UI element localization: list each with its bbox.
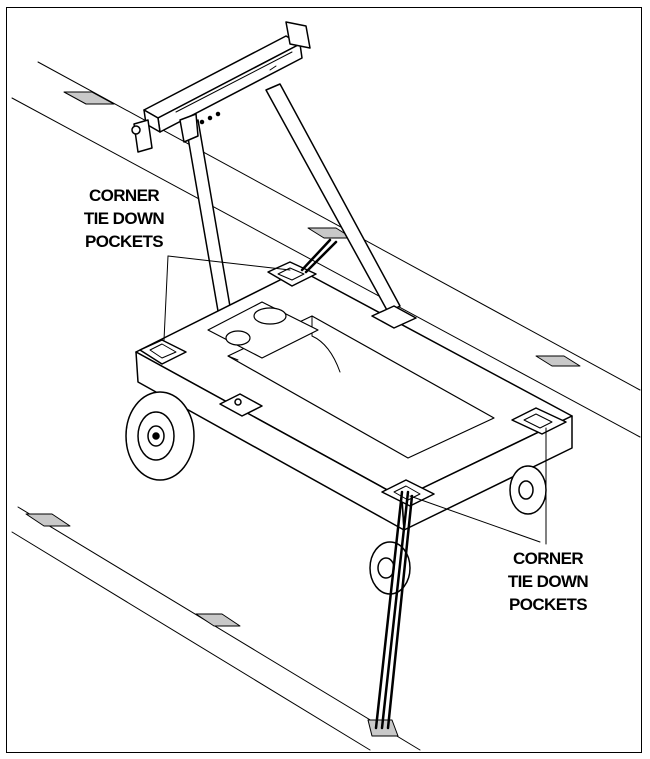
callout-bottom-line2: TIE DOWN <box>507 572 589 591</box>
pocket-back-right <box>511 407 567 435</box>
upper-floor-track <box>11 61 641 438</box>
callout-label-bottom: CORNER TIE DOWN POCKETS <box>478 547 618 616</box>
pocket-back-left <box>267 261 317 287</box>
wheel-front-left <box>125 391 195 481</box>
callout-bottom-line1: CORNER <box>512 549 584 568</box>
wheel-rear-right <box>509 465 547 515</box>
callout-label-top: CORNER TIE DOWN POCKETS <box>54 184 194 253</box>
callout-top-line3: POCKETS <box>85 232 164 251</box>
callout-top-line1: CORNER <box>88 186 160 205</box>
track-pad <box>25 513 71 527</box>
tie-down-straps <box>300 238 414 730</box>
lower-floor-track <box>11 506 421 751</box>
callout-bottom-line3: POCKETS <box>509 595 588 614</box>
track-pad <box>195 613 241 627</box>
figure-border <box>6 7 642 753</box>
pocket-front-left <box>139 339 187 365</box>
track-pad <box>63 91 115 105</box>
cart-body <box>135 269 573 531</box>
track-pad <box>535 355 581 367</box>
callout-leaders <box>163 255 547 545</box>
callout-top-line2: TIE DOWN <box>83 209 165 228</box>
mounting-bar <box>131 21 311 153</box>
